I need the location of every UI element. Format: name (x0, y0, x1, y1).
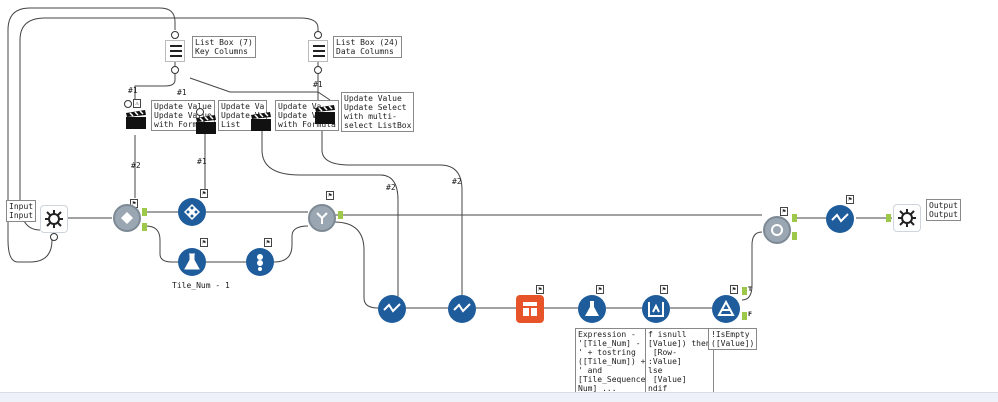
update-list-bubble[interactable] (196, 108, 204, 116)
gear-icon (898, 209, 916, 227)
transpose-icon (523, 302, 537, 316)
input-tool[interactable] (40, 205, 68, 233)
annotation-badge: ⚑ (200, 189, 208, 198)
annotation-badge: ⚑ (660, 285, 668, 294)
connection-label-5: #2 (386, 183, 396, 192)
connection-label-3: #2 (131, 161, 141, 170)
multi-row-formula-tool[interactable] (642, 295, 670, 323)
annotation-badge: ⚑ (536, 285, 544, 294)
select-tool-final[interactable] (826, 205, 854, 233)
join-output-anchor-r[interactable] (142, 223, 147, 231)
canvas-bottom-strip (0, 392, 998, 402)
clapperboard-icon (315, 105, 335, 124)
update-select-label: Update Value Update Select with multi- s… (341, 92, 415, 132)
record-id-tool[interactable] (246, 248, 274, 276)
update-select-tool[interactable] (314, 105, 336, 125)
filter-label: !IsEmpty ([Value]) (708, 328, 758, 350)
unique-tool[interactable] (178, 198, 206, 226)
multi-row-icon (648, 302, 664, 317)
annotation-badge: ⚑ (326, 191, 334, 200)
check-icon (453, 303, 471, 313)
formula-label: Tile_Num - 1 (172, 281, 230, 290)
union-icon (316, 212, 328, 224)
listbox-key-tool[interactable] (165, 40, 185, 62)
annotation-badge: ⚑ (596, 285, 604, 294)
clapperboard-icon (251, 112, 271, 131)
formula-tool-2[interactable] (578, 295, 606, 323)
connection-label-6: #2 (452, 177, 462, 186)
join-tool-2[interactable] (763, 216, 791, 244)
annotation-badge: ⚠ (133, 99, 141, 108)
listbox-data-bubble-bottom[interactable] (314, 66, 322, 74)
update-value-formula2-tool[interactable] (250, 112, 272, 132)
filter-true-anchor[interactable] (742, 287, 747, 295)
if-isnull-label: f isnull [Value]) then [Row- :Value] lse… (645, 328, 714, 395)
join-icon (121, 212, 133, 224)
listbox-key-bubble-bottom[interactable] (171, 66, 179, 74)
update-formula2-label: Update Va Update V with Formula (275, 100, 339, 131)
filter-false-anchor[interactable] (742, 312, 747, 320)
annotation-badge: ⚑ (780, 207, 788, 216)
clapperboard-icon (126, 110, 146, 129)
update-value-formula-tool[interactable] (125, 110, 147, 130)
join-tool[interactable] (113, 204, 141, 232)
connection-label-2: #1 (177, 88, 187, 97)
filter-tool[interactable] (712, 295, 740, 323)
output-input-anchor[interactable] (886, 214, 891, 222)
check-icon (831, 213, 849, 223)
output-label: Output Output (926, 199, 961, 221)
check-icon (383, 303, 401, 313)
union-output-anchor[interactable] (338, 211, 343, 219)
filter-false-label: F (748, 311, 753, 318)
union-tool[interactable] (308, 204, 336, 232)
listbox-data-tool[interactable] (308, 40, 328, 62)
expression-label: Expression - '[Tile_Num] - ' + tostring … (575, 328, 649, 395)
gear-icon (45, 210, 63, 228)
connection-label-4: #1 (197, 157, 207, 166)
annotation-badge: ⚑ (264, 238, 272, 247)
join2-output-anchor[interactable] (792, 214, 797, 222)
flask-icon (184, 253, 200, 270)
input-connection-bubble[interactable] (50, 233, 58, 241)
numbered-list-icon (257, 254, 263, 271)
update-value-list-tool[interactable] (195, 115, 217, 135)
listbox-data-bubble-top[interactable] (314, 31, 322, 39)
connection-label-7: #1 (313, 80, 323, 89)
annotation-badge: ⚑ (846, 195, 854, 204)
input-label: Input Input (6, 200, 37, 222)
refresh-icon (771, 224, 783, 236)
filter-icon (717, 300, 735, 316)
select-tool-2[interactable] (448, 295, 476, 323)
output-tool[interactable] (893, 204, 921, 232)
join2-output-anchor-r[interactable] (792, 232, 797, 240)
listbox-key-label: List Box (7) Key Columns (192, 36, 256, 58)
formula-tool[interactable] (178, 248, 206, 276)
transpose-tool[interactable] (516, 295, 544, 323)
select-tool-1[interactable] (378, 295, 406, 323)
listbox-key-bubble-top[interactable] (171, 31, 179, 39)
filter-true-label: T (748, 286, 753, 293)
update-formula-bubble[interactable] (124, 100, 132, 108)
join-output-anchor-j[interactable] (142, 208, 147, 216)
listbox-data-label: List Box (24) Data Columns (333, 36, 402, 58)
unique-icon (184, 204, 200, 220)
flask-icon (585, 301, 599, 316)
annotation-badge: ⚑ (200, 238, 208, 247)
clapperboard-icon (196, 115, 216, 134)
annotation-badge: ⚑ (730, 285, 738, 294)
connection-label-1: #1 (128, 86, 138, 95)
